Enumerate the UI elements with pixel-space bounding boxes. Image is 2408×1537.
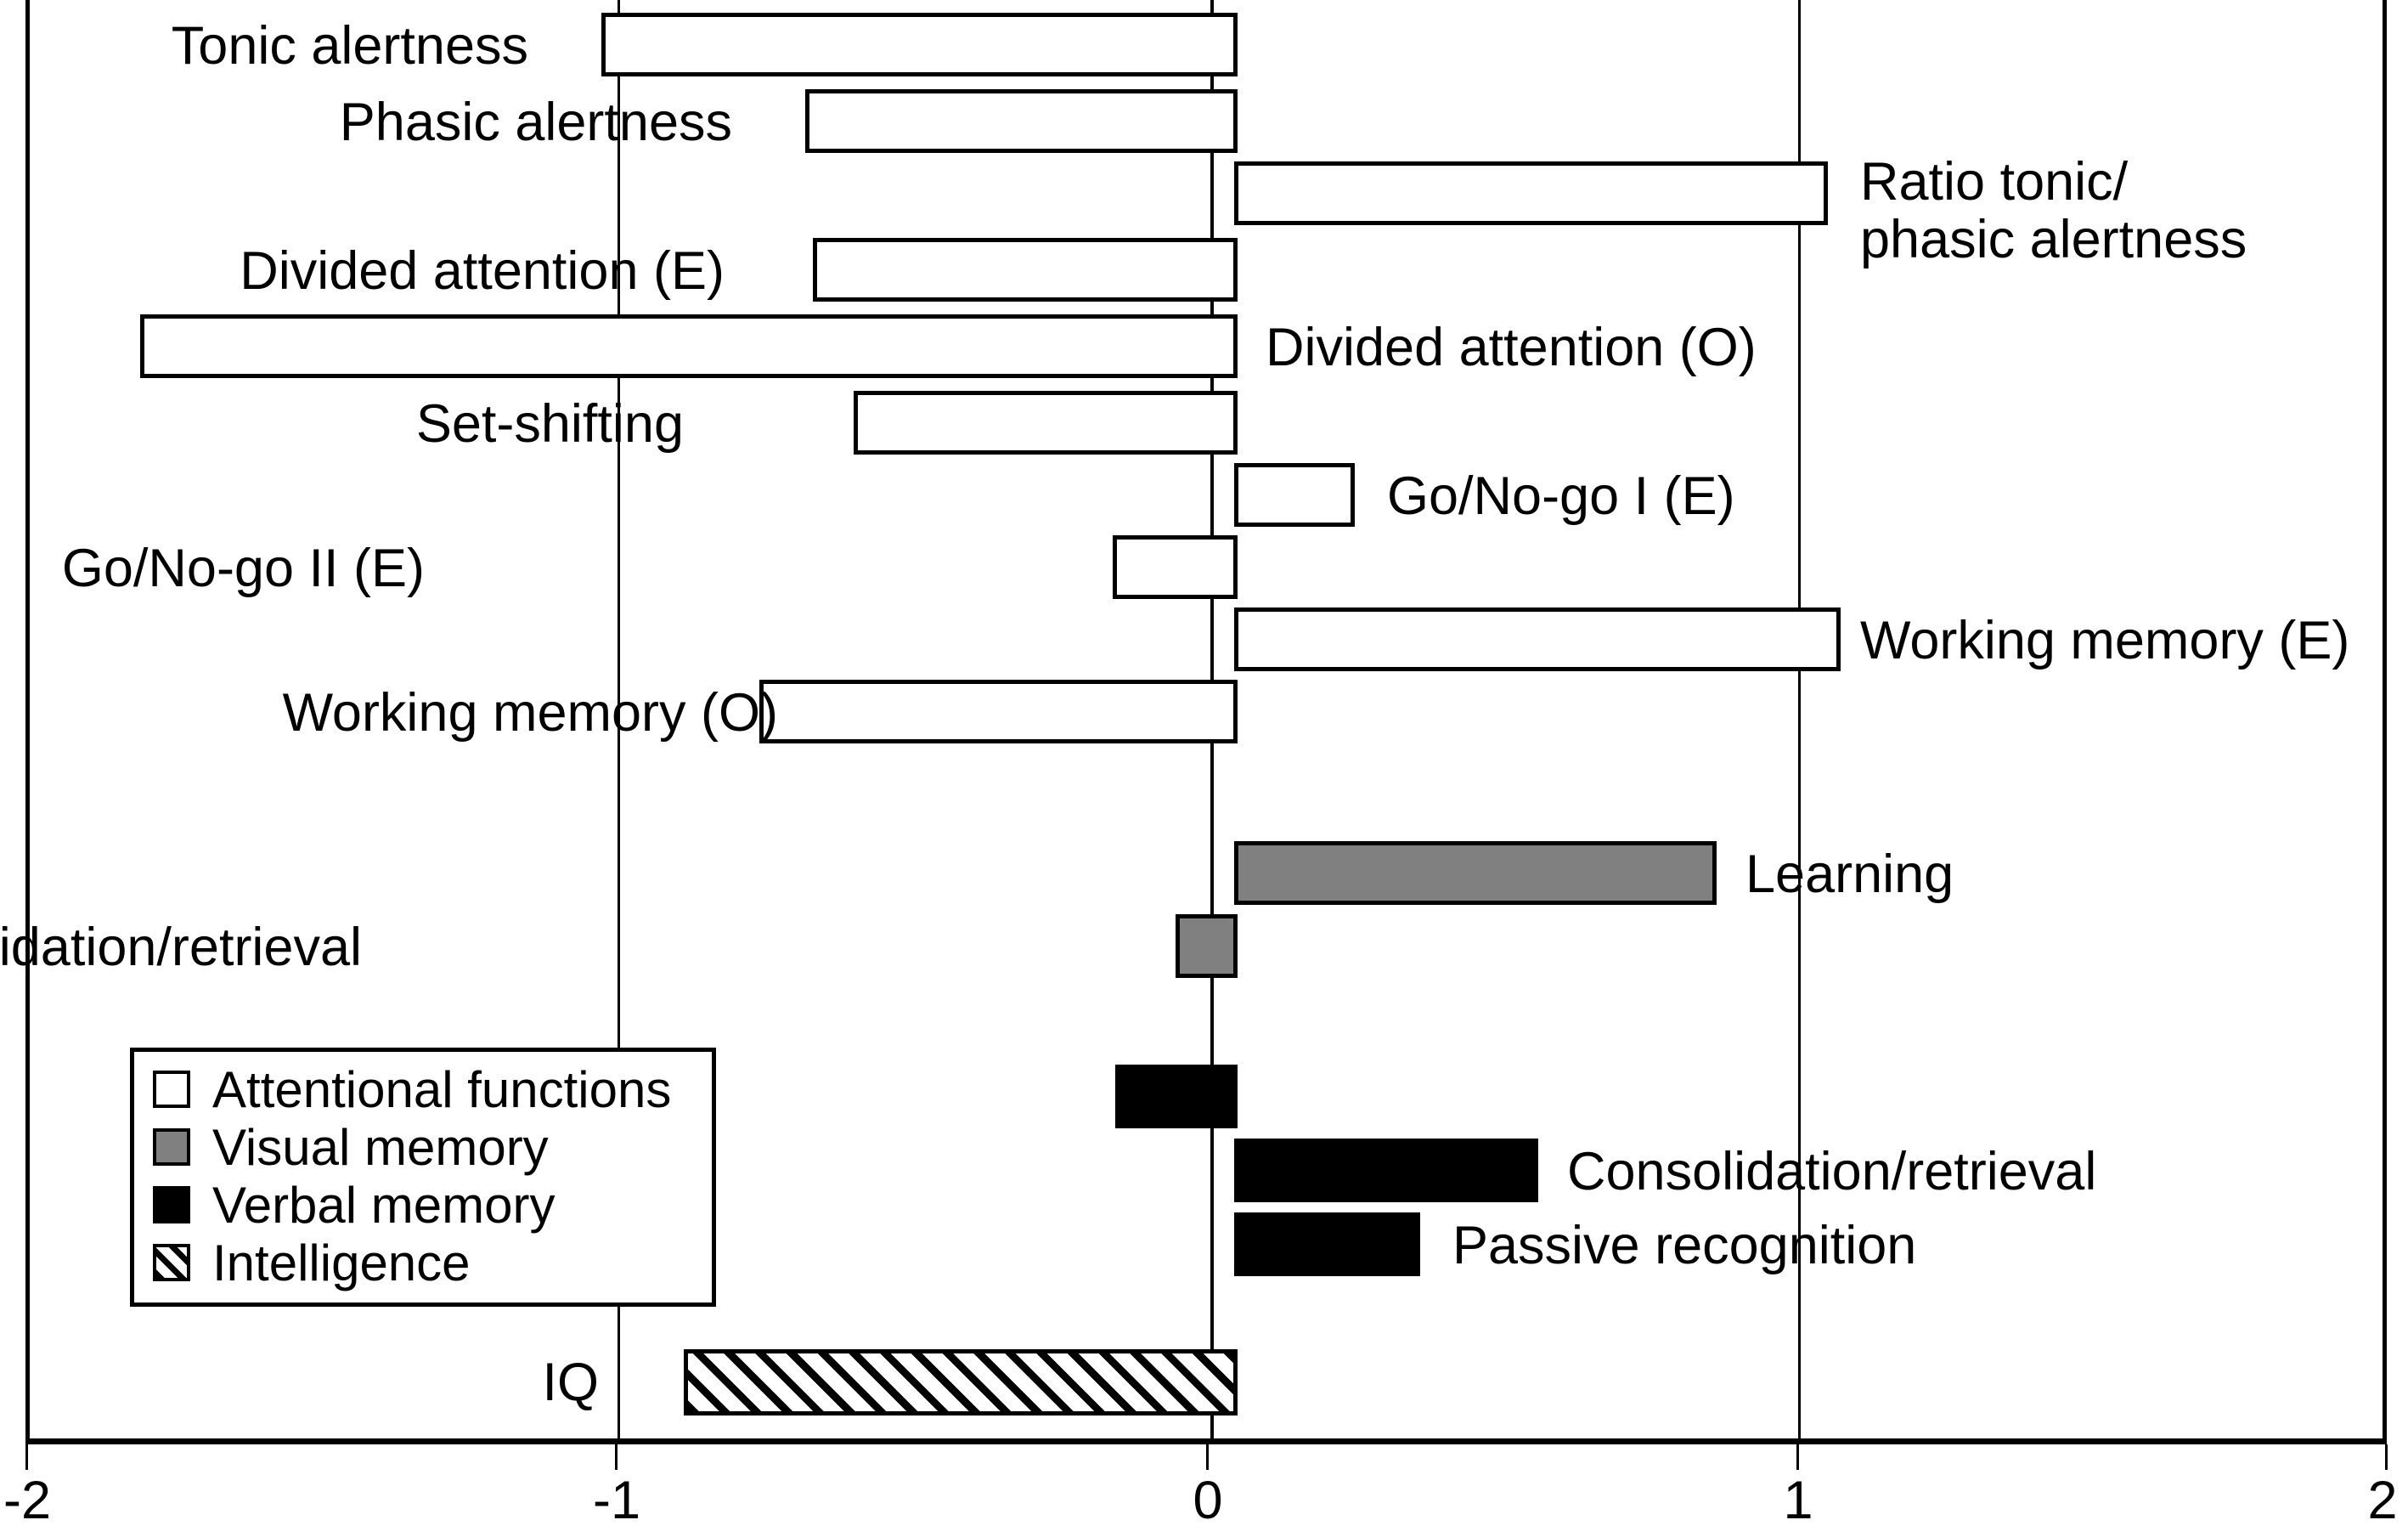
bar-go-nogo-2-e: [1113, 535, 1238, 599]
bar-label-phasic-alertness: Phasic alertness: [339, 93, 732, 152]
bar-label-divided-attention-o: Divided attention (O): [1266, 318, 1757, 377]
bar-label-ratio-tonic-phasic-alertness: Ratio tonic/ phasic alertness: [1860, 153, 2247, 268]
x-ticklabel-zero: 0: [1193, 1471, 1223, 1530]
bar-label-verbal-consolidation-retrieval: Consolidation/retrieval: [1567, 1142, 2097, 1201]
bar-divided-attention-o: [140, 314, 1238, 378]
x-tick-zero: [1206, 1444, 1209, 1470]
bar-tonic-alertness: [601, 13, 1238, 76]
x-tick-plus2: [2385, 1444, 2388, 1470]
bar-verbal-learning: [1115, 1065, 1238, 1128]
bar-label-go-nogo-1-e: Go/No-go I (E): [1387, 466, 1735, 526]
bar-label-line2: phasic alertness: [1860, 210, 2247, 270]
bar-label-working-memory-e: Working memory (E): [1860, 611, 2350, 670]
plot-area: Tonic alertness Phasic alertness Ratio t…: [0, 0, 2387, 1444]
legend-label-attentional-functions: Attentional functions: [212, 1060, 672, 1118]
legend-item-verbal-memory: Verbal memory: [153, 1176, 712, 1234]
legend-label-intelligence: Intelligence: [212, 1234, 471, 1291]
legend-label-verbal-memory: Verbal memory: [212, 1176, 555, 1234]
bar-label-visual-consolidation-retrieval: Consolidation/retrieval: [0, 918, 362, 977]
bar-label-visual-learning: Learning: [1745, 845, 1954, 904]
legend-item-attentional-functions: Attentional functions: [153, 1060, 712, 1118]
bar-phasic-alertness: [805, 89, 1238, 153]
bar-ratio-tonic-phasic-alertness: [1234, 161, 1828, 225]
x-axis: -2 -1 0 1 2 z scores: [0, 1444, 2408, 1537]
x-ticklabel-plus1: 1: [1783, 1471, 1813, 1530]
legend-swatch-attentional-functions: [153, 1071, 190, 1108]
bar-label-set-shifting: Set-shifting: [415, 394, 684, 454]
legend-swatch-verbal-memory: [153, 1186, 190, 1223]
bar-iq: [684, 1349, 1238, 1416]
gridline-minus1: [618, 0, 620, 1444]
bar-label-verbal-passive-recognition: Passive recognition: [1452, 1216, 1917, 1275]
bar-visual-learning: [1234, 841, 1717, 905]
legend-label-visual-memory: Visual memory: [212, 1118, 549, 1176]
bar-working-memory-o: [759, 680, 1238, 743]
bar-label-go-nogo-2-e: Go/No-go II (E): [61, 539, 425, 598]
legend-item-intelligence: Intelligence: [153, 1234, 712, 1291]
bar-verbal-passive-recognition: [1234, 1212, 1420, 1276]
bar-label-divided-attention-e: Divided attention (E): [240, 241, 725, 301]
legend-swatch-intelligence: [153, 1244, 190, 1281]
bar-label-line1: Ratio tonic/: [1860, 152, 2129, 212]
gridline-plus1: [1798, 0, 1801, 1444]
x-ticklabel-minus2: -2: [3, 1471, 52, 1530]
chart-legend: Attentional functions Visual memory Verb…: [130, 1048, 716, 1307]
bar-label-tonic-alertness: Tonic alertness: [171, 16, 528, 76]
legend-item-visual-memory: Visual memory: [153, 1118, 712, 1176]
x-tick-minus2: [25, 1444, 28, 1470]
bar-set-shifting: [854, 391, 1238, 455]
x-ticklabel-plus2: 2: [2367, 1471, 2398, 1530]
bar-working-memory-e: [1234, 607, 1841, 671]
bar-verbal-consolidation-retrieval: [1234, 1139, 1538, 1202]
bar-divided-attention-e: [813, 238, 1238, 302]
bar-go-nogo-1-e: [1234, 463, 1355, 527]
x-tick-plus1: [1796, 1444, 1799, 1470]
x-ticklabel-minus1: -1: [592, 1471, 641, 1530]
bar-visual-consolidation-retrieval: [1176, 914, 1238, 978]
bar-label-working-memory-o: Working memory (O): [282, 683, 778, 743]
legend-swatch-visual-memory: [153, 1128, 190, 1166]
x-tick-minus1: [615, 1444, 618, 1470]
bar-label-iq: IQ: [542, 1353, 599, 1412]
